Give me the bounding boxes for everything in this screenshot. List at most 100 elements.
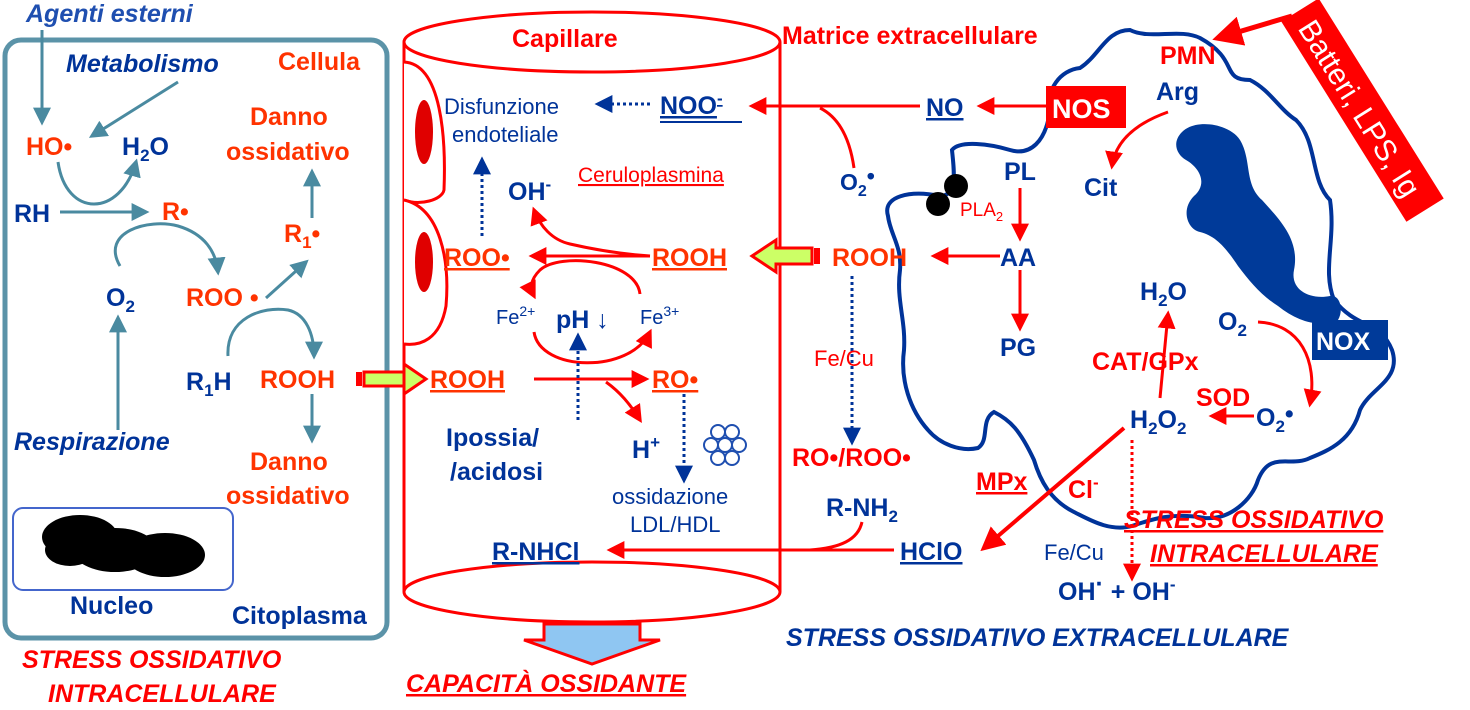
oh-minus: OH- [508,175,551,206]
arrow-ro-to-hplus [605,380,642,424]
pmn-nucleus [1176,124,1341,324]
sod-label: SOD [1196,384,1250,412]
cell-panel: Agenti esterni Metabolismo Cellula HO• H… [2,0,390,641]
ro-radical: RO• [652,366,698,394]
arrow-ho-to-h2o [56,158,141,206]
stress-extra-label: STRESS OSSIDATIVO EXTRACELLULARE [786,624,1290,652]
o2-radical-ext: O2• [840,163,875,200]
arrow-o2-to-o2radical [1257,320,1322,408]
batteri-banner: Batteri, LPS, Ig [1281,0,1444,222]
oh-sum-label: OH· + OH- [1058,570,1176,606]
rooh-cell: ROOH [260,366,335,394]
capillary-bottom-back [402,560,782,593]
respirazione-label: Respirazione [14,428,170,456]
rh-label: RH [14,200,50,228]
arrow-arg-to-cit [1105,110,1169,170]
danno-ossidativo-bottom-line1: Danno [250,448,328,476]
aa-label: AA [1000,244,1036,272]
stress-intra-left-line2: INTRACELLULARE [48,680,277,708]
nos-label: NOS [1052,94,1111,124]
pla2-label: PLA2 [960,200,1003,224]
section-labels: STRESS OSSIDATIVO INTRACELLULARE CAPACIT… [22,506,1384,708]
arrow-h2o2-to-h2o [1157,310,1176,399]
fe-cycle-upper [519,259,642,300]
h2o-label: H2O [122,133,169,165]
batteri-label: Batteri, LPS, Ig [1291,14,1426,203]
capacita-label: CAPACITÀ OSSIDANTE [406,669,687,698]
ro-roo-label: RO•/ROO• [792,444,911,472]
matrice-label: Matrice extracellulare [782,22,1038,50]
stress-intra-right-line1: STRESS OSSIDATIVO [1124,506,1384,534]
stress-intra-left-line1: STRESS OSSIDATIVO [22,646,282,674]
disfunzione-line1: Disfunzione [444,94,559,119]
lipoprotein-particle [703,424,747,466]
r-nhcl-label: R-NHCl [492,538,580,566]
disfunzione-line2: endoteliale [452,122,558,147]
fe-cu-1-label: Fe/Cu [814,346,874,371]
capillare-title: Capillare [512,25,618,53]
cl-label: Cl- [1068,473,1099,504]
h-plus: H+ [632,433,660,464]
capacity-down-arrow [523,622,661,666]
fe2-label: Fe2+ [496,303,535,329]
fe3-label: Fe3+ [640,303,679,329]
roo-radical-capillary: ROO• [444,244,510,272]
ipossia-line1: Ipossia/ [446,424,539,452]
arrow-batteri-to-pmn [1212,13,1293,46]
nucleus-box [12,507,234,591]
cat-gpx-label: CAT/GPx [1092,348,1199,376]
danno-ossidativo-top-line2: ossidativo [226,138,350,166]
r1-radical: R1• [284,220,320,252]
pmn-label: PMN [1160,42,1216,70]
cellula-label: Cellula [278,48,361,76]
cit-label: Cit [1084,174,1118,202]
hclo-label: HClO [900,538,963,566]
nos-box [1046,86,1126,128]
ossidazione-line1: ossidazione [612,484,728,509]
arrow-r-to-roo [113,222,226,276]
h2o-ext: H2O [1140,278,1187,310]
arrow-h2o2-to-hclo [980,426,1126,552]
rooh-capillary-top: ROOH [652,244,727,272]
danno-ossidativo-top-line1: Danno [250,103,328,131]
ipossia-line2: /acidosi [450,458,543,486]
arrow-o2-to-noo [819,106,856,169]
fe-cycle-lower [532,328,652,365]
r1h-label: R1H [186,368,232,400]
pla2-bead-2 [926,192,950,216]
rooh-capillary-left: ROOH [430,366,505,394]
nox-label: NOX [1316,328,1371,356]
h2o2-label: H2O2 [1130,406,1186,438]
pg-label: PG [1000,334,1036,362]
o2-label: O2 [106,284,135,316]
arg-label: Arg [1156,78,1199,106]
ho-radical: HO• [26,133,72,161]
nox-box [1312,320,1388,360]
pmn-cell-outline [885,27,1396,530]
mpx-label: MPx [976,468,1028,496]
nucleus-blob [42,515,205,577]
stress-intra-right-line2: INTRACELLULARE [1150,540,1379,568]
rooh-ext: ROOH [832,244,907,272]
ossidazione-line2: LDL/HDL [630,512,720,537]
ph-label: pH ↓ [556,306,609,334]
fe-cu-2-label: Fe/Cu [1044,540,1104,565]
no-label: NO [926,94,964,122]
transfer-arrow-rooh [356,361,429,397]
endothelial-cells [403,60,449,346]
r-nh2-label: R-NH2 [826,494,898,526]
ceruloplasmina-label: Ceruloplasmina [578,164,724,187]
r-radical: R• [162,198,189,226]
citoplasma-label: Citoplasma [232,602,368,630]
metabolismo-label: Metabolismo [66,50,219,78]
roo-radical: ROO • [186,284,259,312]
noo-label: NOO- [660,89,723,120]
o2-radical-sod: O2• [1256,400,1294,436]
arrow-r1h-to-rooh [226,307,323,360]
capillary: Capillare Disfunzione endoteliale NOO- C… [402,10,782,624]
agenti-esterni-label: Agenti esterni [25,0,194,28]
capillary-body [402,42,782,624]
arrow-roo-to-r1 [264,259,309,300]
pla2-bead-1 [944,174,968,198]
